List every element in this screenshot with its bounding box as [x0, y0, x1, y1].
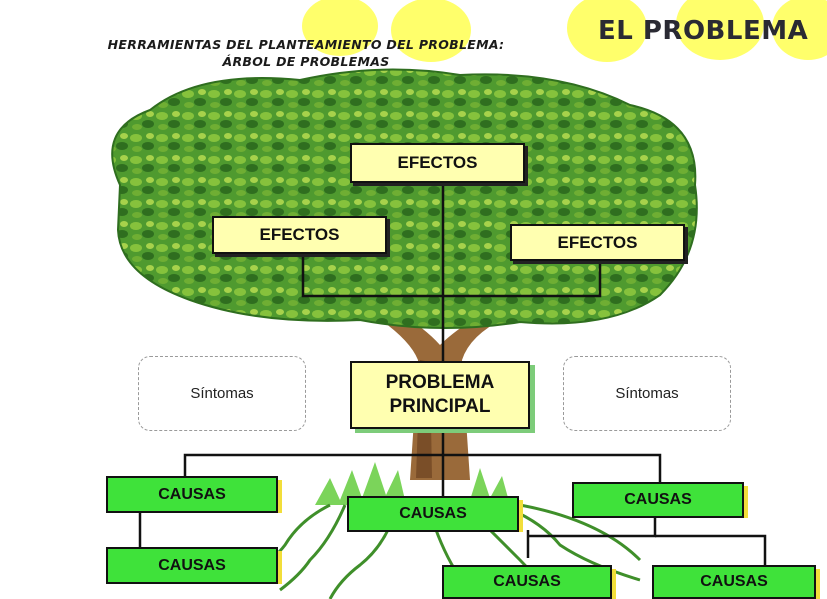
subtitle-line-2: ÁRBOL DE PROBLEMAS	[222, 54, 390, 69]
effect-box-top: EFECTOS	[350, 143, 525, 183]
page-title: EL PROBLEMA	[598, 16, 809, 46]
cause-box-upper-right: CAUSAS	[572, 482, 748, 518]
cause-box-center: CAUSAS	[347, 496, 523, 532]
grass	[315, 462, 510, 505]
main-problem-box: PROBLEMA PRINCIPAL	[350, 361, 530, 429]
main-problem-line-1: PROBLEMA	[385, 372, 495, 393]
main-problem-line-2: PRINCIPAL	[389, 396, 491, 417]
cause-box-upper-left: CAUSAS	[106, 476, 282, 513]
cause-box-lower-center: CAUSAS	[442, 565, 616, 599]
effect-box-left: EFECTOS	[212, 216, 387, 254]
symptom-box-left: Síntomas	[138, 356, 306, 431]
foliage	[111, 68, 698, 330]
decor-circles	[302, 0, 827, 62]
subtitle-line-1: HERRAMIENTAS DEL PLANTEAMIENTO DEL PROBL…	[107, 37, 505, 52]
effect-box-right: EFECTOS	[510, 224, 685, 261]
subtitle: HERRAMIENTAS DEL PLANTEAMIENTO DEL PROBL…	[36, 36, 576, 70]
cause-box-lower-left: CAUSAS	[106, 547, 282, 584]
symptom-box-right: Síntomas	[563, 356, 731, 431]
cause-box-lower-right: CAUSAS	[652, 565, 820, 599]
connectors	[138, 180, 767, 566]
